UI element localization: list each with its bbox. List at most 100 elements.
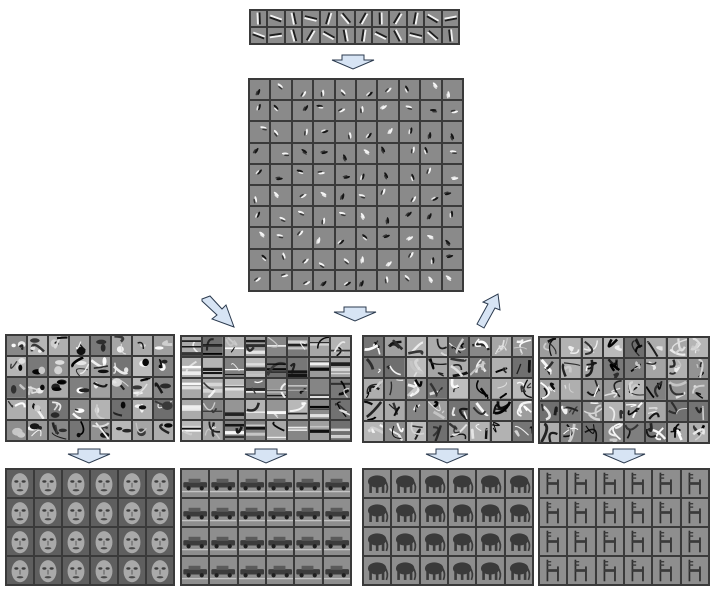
filter-tile <box>335 143 355 163</box>
filter-tile <box>364 337 384 357</box>
filter-tile <box>210 557 237 584</box>
filter-tile <box>295 499 322 526</box>
filter-tile <box>378 143 398 163</box>
filter-tile <box>427 421 447 441</box>
filter-tile <box>238 528 265 555</box>
filter-tile <box>35 528 61 555</box>
filter-tile <box>356 228 377 248</box>
filter-tile <box>267 358 287 377</box>
filter-tile <box>210 470 237 497</box>
filter-tile <box>224 421 244 440</box>
filter-tile <box>399 164 420 184</box>
filter-tile <box>399 101 420 121</box>
filter-tile <box>568 528 595 555</box>
filter-tile <box>421 80 441 100</box>
filter-tile <box>330 358 350 377</box>
filter-tile <box>154 378 173 398</box>
first-layer-edge-filters <box>249 9 460 45</box>
filter-tile <box>427 358 447 378</box>
filter-tile <box>271 143 291 163</box>
filter-tile <box>320 11 337 26</box>
filter-tile <box>356 122 377 142</box>
filter-tile <box>309 400 329 419</box>
filter-tile <box>292 164 313 184</box>
arrow-down-icon <box>602 448 646 464</box>
filter-tile <box>378 270 398 290</box>
filter-tile <box>70 420 89 440</box>
filter-tile <box>112 357 131 377</box>
filter-tile <box>378 164 398 184</box>
filter-tile <box>271 101 291 121</box>
filter-tile <box>603 359 623 379</box>
filter-tile <box>63 499 89 526</box>
filter-tile <box>392 499 419 526</box>
filter-tile <box>442 249 462 269</box>
filter-tile <box>688 359 708 379</box>
filter-tile <box>378 122 398 142</box>
filter-tile <box>245 421 265 440</box>
filter-tile <box>399 80 420 100</box>
filter-tile <box>245 400 265 419</box>
filter-tile <box>335 270 355 290</box>
filter-tile <box>210 528 237 555</box>
filter-tile <box>625 499 652 526</box>
filter-tile <box>288 421 308 440</box>
filter-tile <box>267 337 287 356</box>
filter-tile <box>625 359 645 379</box>
filter-tile <box>399 228 420 248</box>
filter-tile <box>667 401 687 421</box>
filter-tile <box>512 421 532 441</box>
filter-tile <box>421 228 441 248</box>
filter-tile <box>442 101 462 121</box>
filter-tile <box>378 186 398 206</box>
elephants-object-models <box>362 468 534 586</box>
filter-tile <box>356 186 377 206</box>
filter-tile <box>582 359 602 379</box>
filter-tile <box>323 499 350 526</box>
filter-tile <box>267 400 287 419</box>
filter-tile <box>288 379 308 398</box>
filter-tile <box>203 421 223 440</box>
filter-tile <box>330 421 350 440</box>
filter-tile <box>28 378 47 398</box>
filter-tile <box>681 557 708 584</box>
filter-tile <box>210 499 237 526</box>
filter-tile <box>540 528 567 555</box>
filter-tile <box>112 420 131 440</box>
filter-tile <box>427 379 447 399</box>
filter-tile <box>603 401 623 421</box>
filter-tile <box>399 186 420 206</box>
filter-tile <box>335 164 355 184</box>
filter-tile <box>49 399 68 419</box>
filter-tile <box>681 528 708 555</box>
filter-tile <box>309 337 329 356</box>
filter-tile <box>323 557 350 584</box>
filter-tile <box>292 101 313 121</box>
filter-tile <box>91 399 110 419</box>
filter-tile <box>314 101 334 121</box>
elephants-object-parts <box>362 335 534 443</box>
filter-tile <box>154 399 173 419</box>
filter-tile <box>70 357 89 377</box>
filter-tile <box>267 528 294 555</box>
filter-tile <box>427 400 447 420</box>
arrow-down-icon <box>331 54 375 70</box>
filter-tile <box>251 28 267 43</box>
filter-tile <box>646 401 666 421</box>
filter-tile <box>399 270 420 290</box>
filter-tile <box>372 28 389 43</box>
filter-tile <box>561 401 581 421</box>
filter-tile <box>338 28 354 43</box>
filter-tile <box>667 422 687 442</box>
filter-tile <box>250 80 270 100</box>
filter-tile <box>406 421 426 441</box>
filter-tile <box>667 380 687 400</box>
filter-tile <box>267 499 294 526</box>
filter-tile <box>625 380 645 400</box>
filter-tile <box>688 380 708 400</box>
filter-tile <box>314 164 334 184</box>
filter-tile <box>303 28 319 43</box>
filter-tile <box>421 270 441 290</box>
filter-tile <box>250 270 270 290</box>
filter-tile <box>505 557 532 584</box>
